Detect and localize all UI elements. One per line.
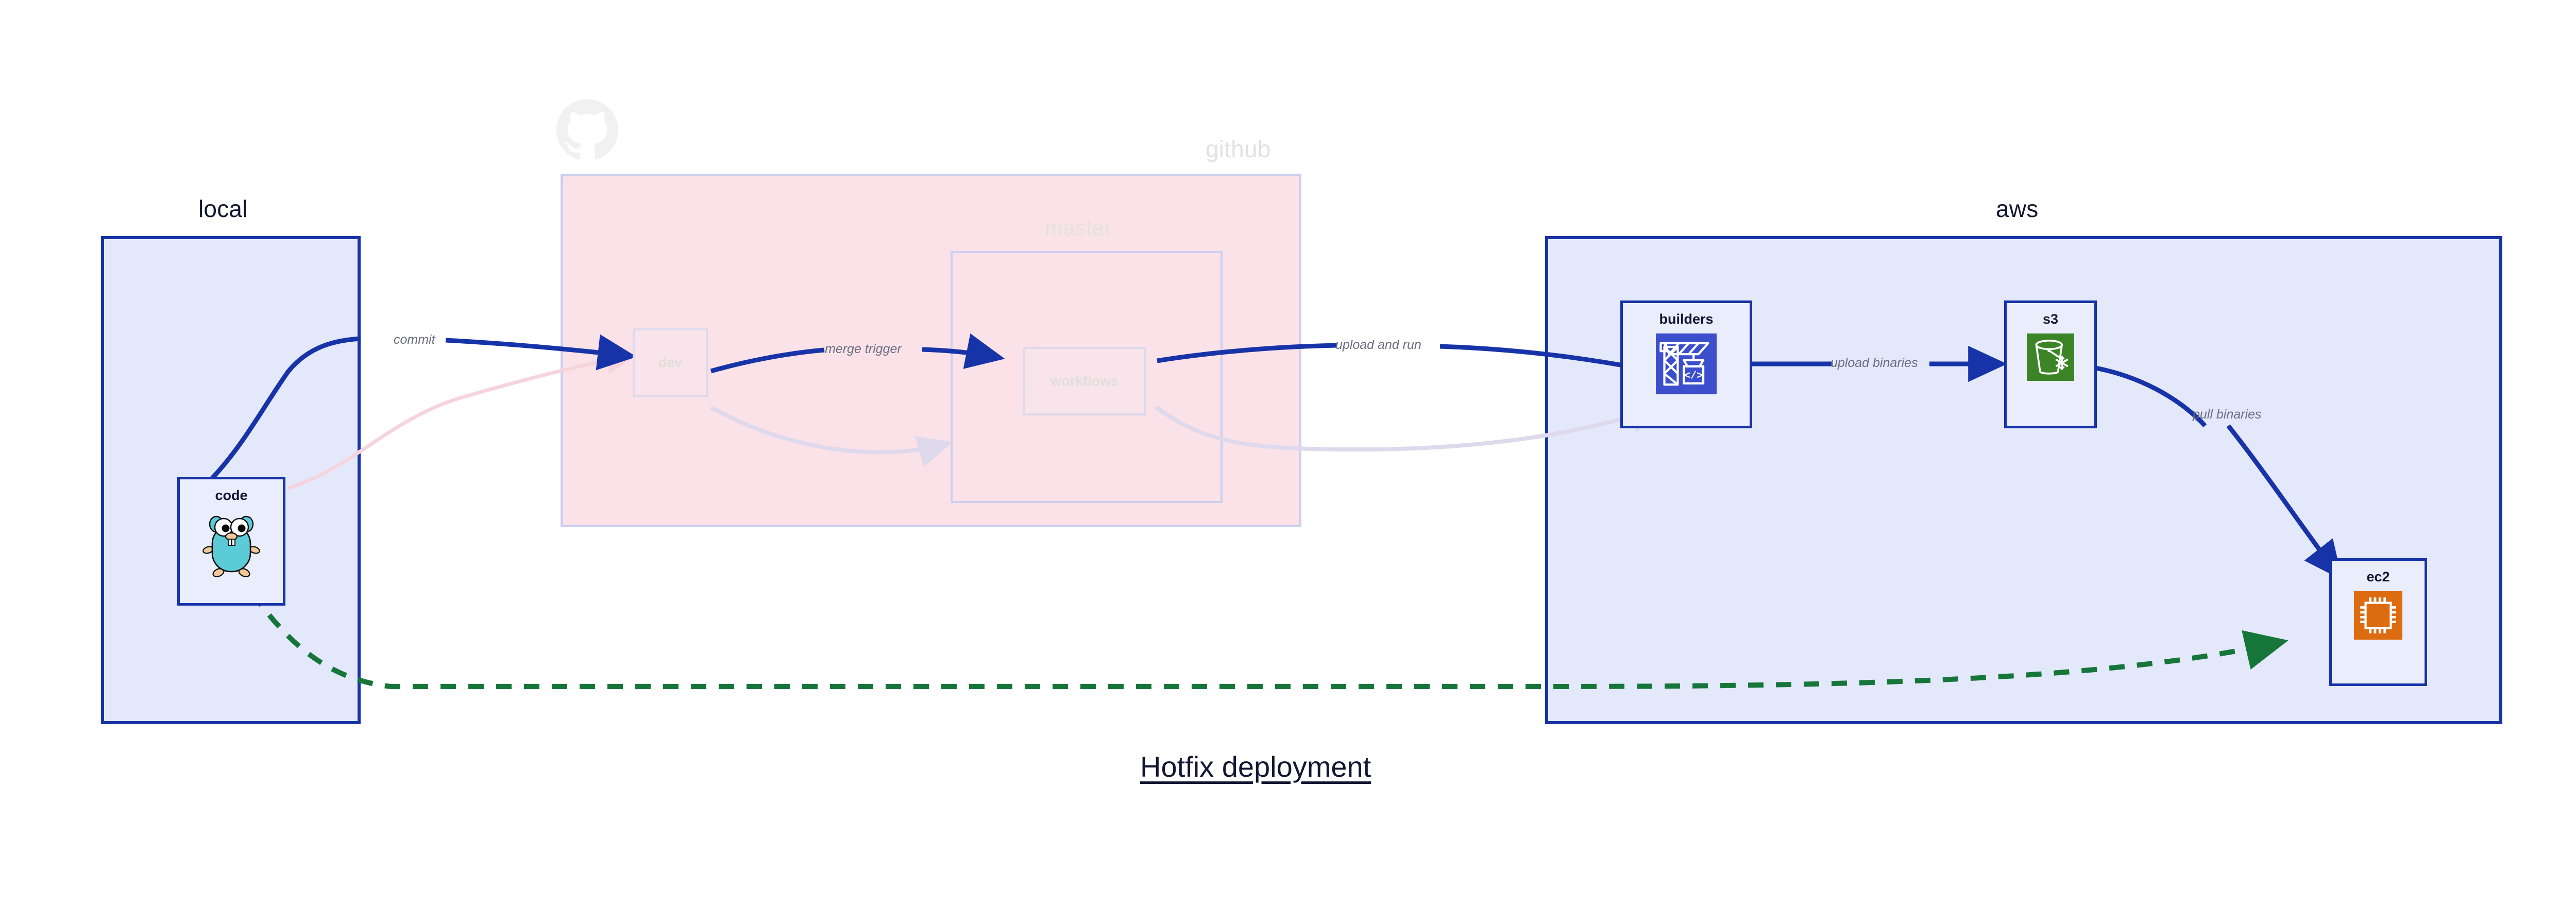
aws-ec2-icon xyxy=(2354,591,2402,642)
github-logo-icon xyxy=(556,99,618,160)
node-code[interactable]: code xyxy=(177,477,285,606)
node-dev[interactable]: dev xyxy=(633,328,708,397)
svg-text:</>: </> xyxy=(1684,370,1703,382)
cluster-github-title: github xyxy=(1206,136,1271,162)
node-ec2-label: ec2 xyxy=(2366,569,2390,584)
node-builders-label: builders xyxy=(1659,311,1714,327)
node-s3-label: s3 xyxy=(2042,311,2059,327)
node-ec2[interactable]: ec2 xyxy=(2329,558,2427,686)
node-dev-label: dev xyxy=(658,355,683,370)
cluster-local-title: local xyxy=(198,195,248,222)
edge-label-commit: commit xyxy=(394,332,435,347)
cluster-aws-title: aws xyxy=(1996,195,2039,222)
node-workflows[interactable]: workflows xyxy=(1023,347,1146,415)
edge-label-merge-trigger: merge trigger xyxy=(825,342,902,356)
aws-s3-icon xyxy=(2027,333,2074,383)
aws-codebuild-icon: </> xyxy=(1656,333,1717,397)
node-builders[interactable]: builders < xyxy=(1620,300,1752,428)
node-workflows-label: workflows xyxy=(1050,373,1119,389)
page-title: Hotfix deployment xyxy=(1140,750,1371,783)
node-code-label: code xyxy=(215,488,248,503)
cluster-master xyxy=(951,251,1223,503)
cluster-master-title: master xyxy=(1045,215,1112,240)
go-gopher-icon xyxy=(201,510,262,580)
edge-label-pull-binaries: pull binaries xyxy=(2193,407,2262,422)
edge-label-upload-and-run: upload and run xyxy=(1335,338,1421,352)
node-s3[interactable]: s3 xyxy=(2004,300,2097,428)
edge-label-upload-binaries: upload binaries xyxy=(1831,356,1918,370)
